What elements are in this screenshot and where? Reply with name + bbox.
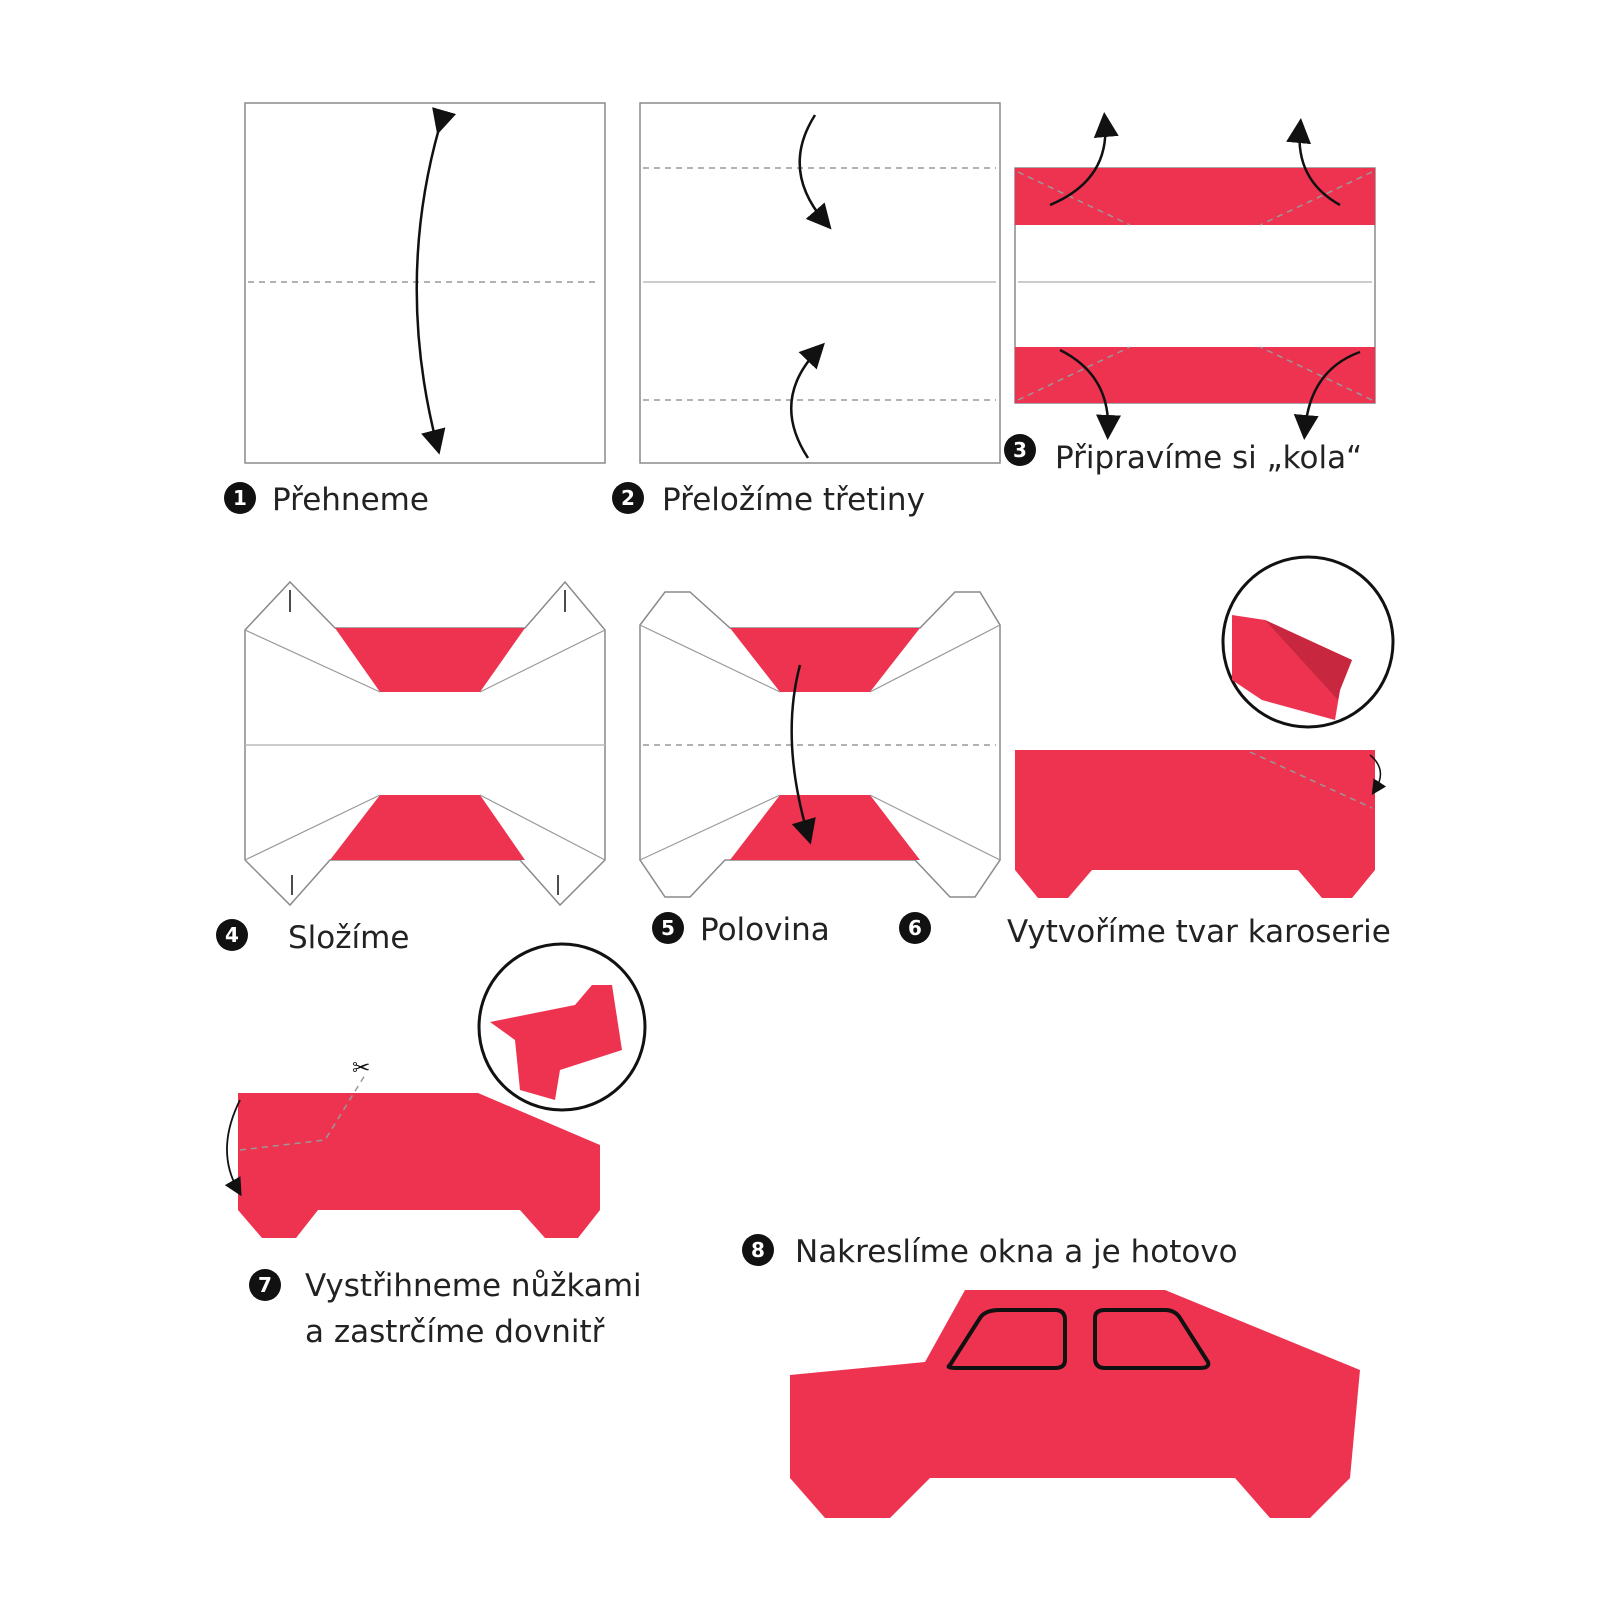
svg-text:Vystřihneme nůžkami: Vystřihneme nůžkami [305, 1268, 642, 1304]
svg-text:1: 1 [233, 486, 247, 510]
step-8-caption: 8 Nakreslíme okna a je hotovo [742, 1234, 1238, 1270]
step-6-diagram [1015, 555, 1395, 898]
step-6-caption: 6 Vytvoříme tvar karoserie [899, 912, 1391, 950]
window-rear [1093, 1308, 1211, 1370]
svg-text:Přehneme: Přehneme [272, 482, 429, 518]
paper-square [244, 102, 606, 464]
step-8-diagram [790, 1290, 1360, 1518]
svg-text:4: 4 [225, 923, 239, 947]
arrow-icon [1059, 348, 1122, 440]
paper-square [639, 102, 1001, 464]
wheel [1298, 870, 1375, 898]
arrow-icon [1049, 112, 1119, 207]
step-2-diagram [639, 102, 1001, 464]
svg-text:Nakreslíme okna a je hotovo: Nakreslíme okna a je hotovo [795, 1234, 1238, 1270]
step-3-diagram [1014, 112, 1376, 440]
svg-text:8: 8 [751, 1238, 765, 1262]
step-3-caption: 3 Připravíme si „kola“ [1004, 434, 1362, 476]
step-7-diagram: ✂ [224, 942, 647, 1238]
car-body [1015, 750, 1375, 870]
car-body [238, 1093, 600, 1210]
svg-text:5: 5 [661, 916, 675, 940]
scissors-icon: ✂ [352, 1055, 370, 1080]
svg-text:Přeložíme třetiny: Přeložíme třetiny [662, 482, 925, 518]
step-1-caption: 1 Přehneme [224, 482, 429, 518]
fold-arrow-icon [415, 107, 457, 455]
step-2-caption: 2 Přeložíme třetiny [612, 482, 925, 518]
svg-text:7: 7 [258, 1273, 272, 1297]
red-trapezoid [335, 628, 525, 692]
svg-text:6: 6 [908, 916, 922, 940]
svg-text:Vytvoříme tvar karoserie: Vytvoříme tvar karoserie [1007, 914, 1391, 950]
svg-text:a zastrčíme dovnitř: a zastrčíme dovnitř [305, 1314, 605, 1350]
svg-text:3: 3 [1013, 438, 1027, 462]
arrow-icon [1286, 118, 1341, 207]
finished-car [790, 1290, 1360, 1478]
fold-up-arrow-icon [790, 342, 825, 459]
red-trapezoid [330, 795, 525, 860]
arrow-icon [1293, 350, 1361, 440]
step-5-diagram [639, 591, 1001, 898]
step-4-caption: 4 Složíme [216, 919, 409, 956]
fold-arrow-icon [790, 664, 816, 845]
svg-text:2: 2 [621, 486, 635, 510]
wheel [1015, 870, 1092, 898]
step-5-caption: 5 Polovina [652, 912, 830, 948]
red-band-top [1015, 168, 1375, 225]
step-7-caption: 7 Vystřihneme nůžkami a zastrčíme dovnit… [249, 1268, 642, 1350]
step-1-diagram [244, 102, 606, 464]
svg-text:Připravíme si „kola“: Připravíme si „kola“ [1055, 440, 1362, 476]
fold-down-arrow-icon [798, 114, 832, 230]
window-front [946, 1308, 1067, 1370]
svg-text:Složíme: Složíme [288, 920, 409, 956]
svg-text:Polovina: Polovina [700, 912, 830, 948]
step-4-diagram [244, 580, 606, 907]
